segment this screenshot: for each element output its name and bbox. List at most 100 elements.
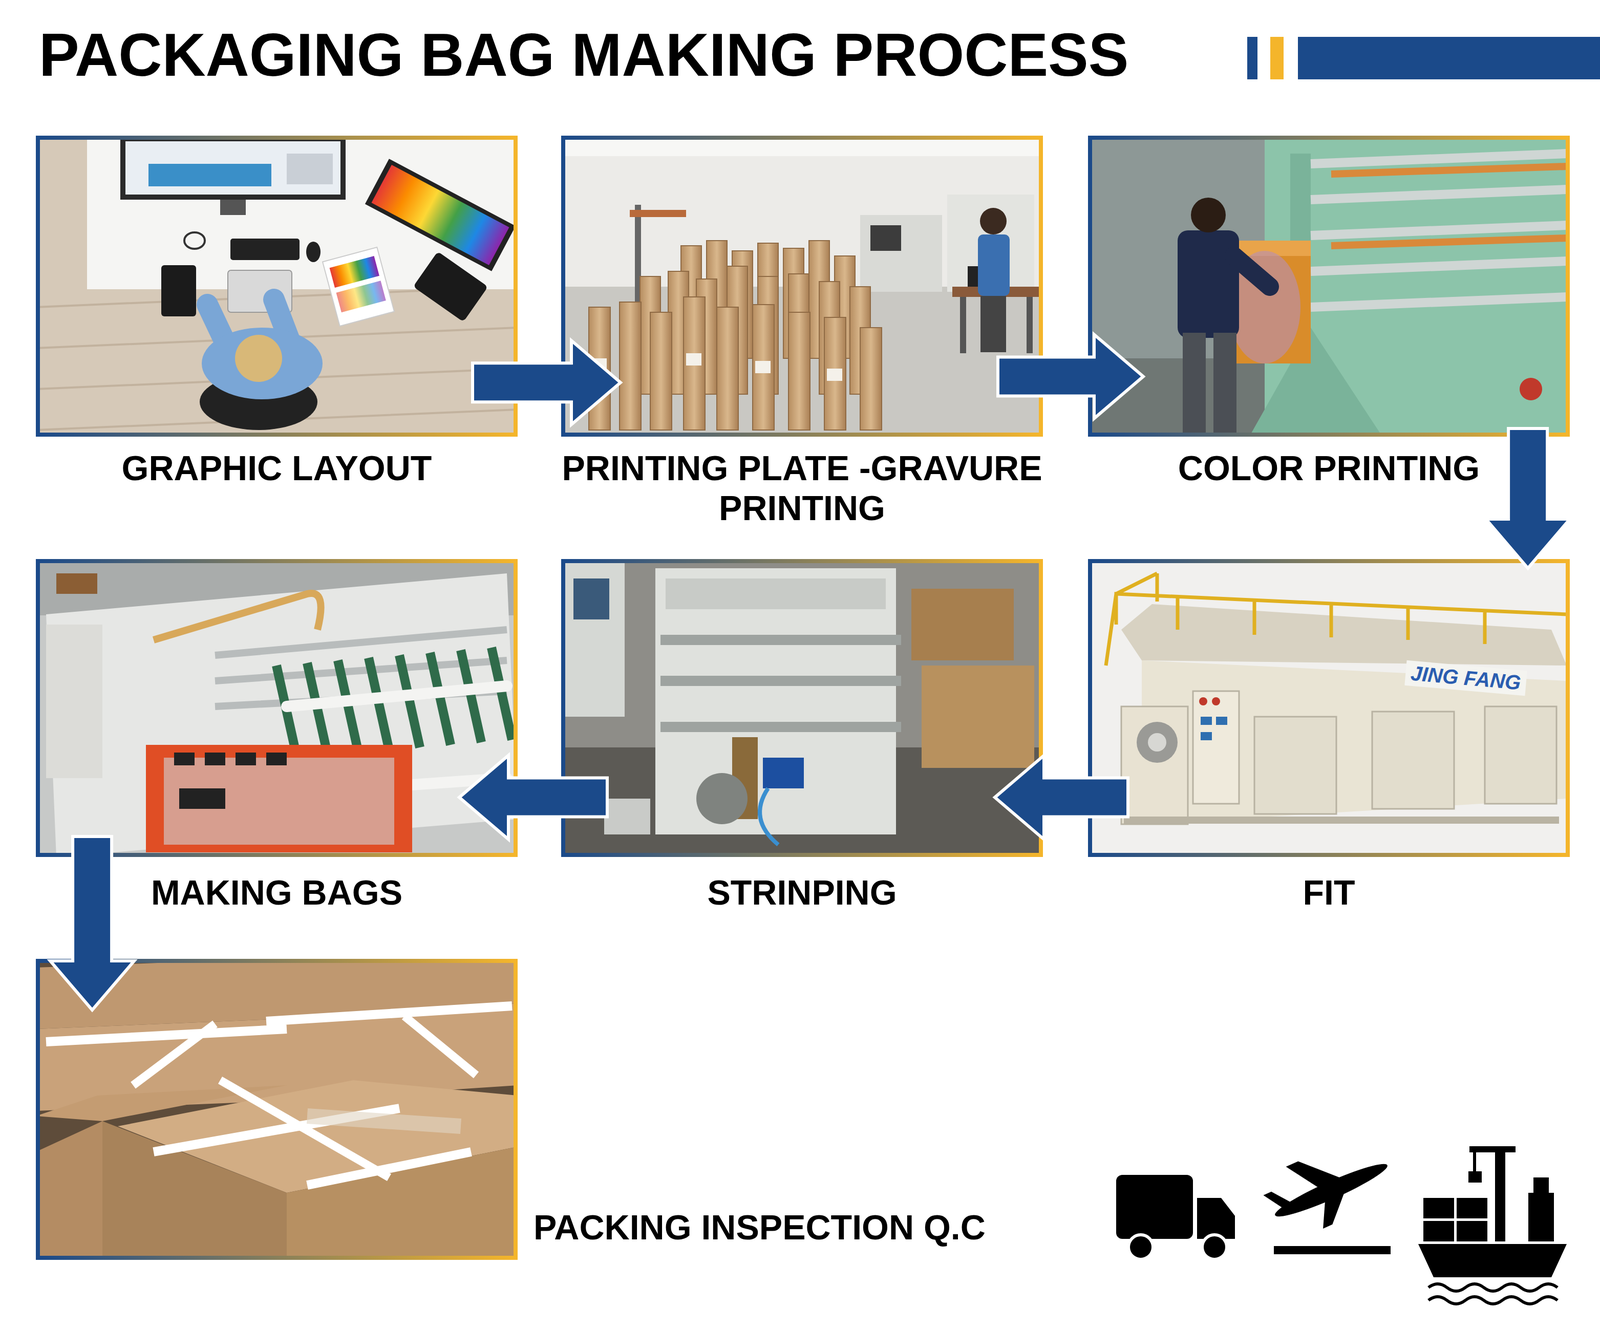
flow-arrow	[997, 334, 1144, 419]
ship-icon-part	[1468, 1171, 1482, 1183]
ship-icon-part	[1473, 1152, 1477, 1173]
designer-desk-photo-part-part	[329, 256, 380, 288]
printing-press-photo-part	[1182, 332, 1206, 436]
ship-icon-part	[1423, 1198, 1455, 1219]
laminator-photo-part-part	[1200, 716, 1212, 725]
slitter-photo-part	[561, 559, 1043, 858]
process-step-box: MAKING BAGS	[35, 559, 518, 858]
bag-machine-photo-part	[35, 559, 518, 858]
ship-icon-part	[1456, 1221, 1488, 1242]
header-bars	[1247, 36, 1600, 80]
carton-boxes-photo-part	[133, 1016, 477, 1178]
laminator-photo-part	[1254, 716, 1337, 815]
laminator-photo-part	[1105, 573, 1567, 666]
designer-desk-photo-part	[120, 137, 346, 200]
designer-desk-photo-part-part	[371, 164, 509, 266]
bag-machine-photo-part	[276, 647, 512, 758]
plate-room-photo-part-part	[619, 302, 642, 431]
plate-room-photo-part-part	[683, 296, 706, 431]
plate-room-photo-part	[860, 215, 943, 292]
laminator-photo-part-part	[1136, 721, 1178, 763]
plate-room-photo-part-part	[716, 307, 739, 431]
step-caption: COLOR PRINTING	[1088, 448, 1570, 488]
ship-icon	[1418, 1149, 1567, 1305]
printing-press-photo-part	[1233, 256, 1270, 287]
plate-room-photo-part	[588, 240, 882, 431]
carton-boxes-photo-part	[35, 1085, 287, 1122]
plate-room-photo-part	[870, 225, 902, 251]
header-bars-part	[1297, 36, 1600, 80]
bag-machine-photo-part	[153, 593, 322, 640]
ship-icon-part	[1533, 1177, 1549, 1193]
slitter-photo-part	[762, 757, 804, 789]
bag-machine-photo-part-part	[204, 752, 226, 766]
laminator-photo-part	[1200, 716, 1228, 741]
flow-arrow	[994, 755, 1128, 840]
flow-arrow	[459, 755, 608, 840]
printing-press-photo-part	[1310, 153, 1567, 308]
ship-icon-part	[1423, 1221, 1455, 1242]
designer-desk-photo-part	[201, 327, 323, 400]
laminator-photo-part	[1088, 559, 1570, 858]
laminator-photo-part	[1121, 604, 1567, 666]
slitter-photo-part	[921, 665, 1035, 768]
printing-press-photo-part	[1213, 332, 1237, 436]
designer-desk-photo-part	[184, 232, 205, 249]
designer-desk-photo-part	[220, 199, 246, 216]
plate-room-photo-part-part	[591, 358, 607, 371]
laminator-photo-part-part	[1147, 733, 1167, 752]
ship-icon-part	[1469, 1146, 1516, 1153]
process-step-box: PACKING INSPECTION Q.C	[35, 958, 518, 1261]
plate-room-photo-part	[960, 296, 967, 354]
plane-icon-part-part	[1311, 1186, 1358, 1229]
carton-boxes-photo-part	[35, 958, 518, 1261]
step-caption: STRINPING	[561, 872, 1043, 913]
laminator-photo-part	[1484, 706, 1557, 804]
printing-press-photo-part	[1228, 250, 1301, 364]
laminator-photo-part	[1141, 660, 1567, 825]
laminator-photo-part-part	[1200, 732, 1212, 741]
step-caption: FIT	[1088, 872, 1570, 913]
carton-boxes-photo-part	[46, 1006, 512, 1186]
flow-arrow	[50, 836, 135, 1011]
bag-machine-photo-part-part	[266, 752, 287, 766]
designer-desk-photo-part	[322, 247, 395, 327]
bag-machine-photo-part	[286, 686, 507, 707]
printing-press-photo-part	[1519, 377, 1543, 401]
designer-desk-photo-part	[35, 135, 518, 437]
plate-room-photo-part-part	[650, 312, 672, 431]
truck-icon-part	[1197, 1198, 1235, 1240]
plate-room-photo-part-part	[755, 360, 771, 374]
ship-icon-part	[1428, 1284, 1558, 1305]
truck-icon-part	[1128, 1234, 1154, 1260]
slitter-photo-part	[696, 773, 748, 825]
printing-press-photo-part	[1331, 166, 1567, 246]
flow-arrow	[472, 340, 621, 425]
plate-room-photo-part-part	[824, 317, 846, 431]
plate-room-photo-part-part	[588, 307, 611, 431]
slitter-photo-part	[911, 588, 1014, 661]
truck-icon	[1116, 1175, 1235, 1260]
diagram-title: PACKAGING BAG MAKING PROCESS	[38, 20, 1129, 91]
plate-room-photo-part	[561, 135, 1043, 437]
plane-icon-part-part	[1263, 1185, 1294, 1214]
ship-icon-part	[1495, 1152, 1506, 1242]
laminator-photo-part-part	[1216, 716, 1228, 725]
bag-machine-photo-part	[174, 752, 287, 809]
carton-boxes-photo-part	[35, 1121, 103, 1261]
slitter-photo-part	[660, 640, 902, 728]
bag-machine-photo-part	[46, 624, 103, 779]
bag-machine-photo-part-part	[179, 788, 226, 809]
plane-icon-part	[1256, 1128, 1401, 1246]
ship-icon-part	[1456, 1198, 1488, 1219]
slitter-photo-part	[759, 788, 779, 845]
bag-machine-photo-part	[145, 744, 413, 853]
designer-desk-photo-part	[148, 163, 272, 187]
designer-desk-photo-part	[306, 241, 321, 263]
step-caption: PACKING INSPECTION Q.C	[533, 1207, 1107, 1248]
plane-icon	[1256, 1128, 1401, 1255]
plate-room-photo	[561, 135, 1043, 437]
